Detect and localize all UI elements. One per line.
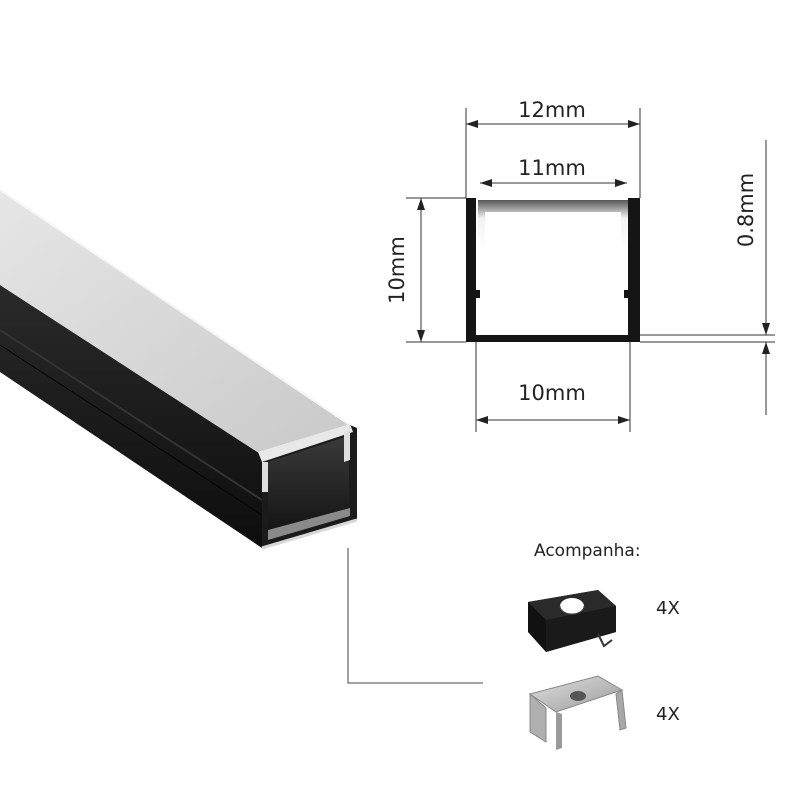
diffuser-section (478, 200, 628, 252)
dimension-label-inner-width: 11mm (518, 156, 586, 180)
mounting-clip-quantity: 4X (656, 704, 680, 725)
dimension-label-top-width: 12mm (518, 98, 586, 122)
dimension-annotations (406, 108, 775, 432)
led-profile-3d-render (0, 189, 358, 550)
dimension-label-wall-thickness: 0.8mm (734, 173, 758, 247)
callout-line (347, 548, 483, 684)
mounting-clip-icon (528, 675, 627, 750)
dimension-label-height: 10mm (385, 236, 409, 304)
end-cap-quantity: 4X (656, 598, 680, 619)
accessories-title: Acompanha: (534, 541, 641, 561)
dimension-label-bottom-width: 10mm (518, 381, 586, 405)
end-cap-icon (528, 590, 616, 652)
profile-section-outline (466, 198, 640, 342)
cross-section-drawing (466, 198, 640, 342)
